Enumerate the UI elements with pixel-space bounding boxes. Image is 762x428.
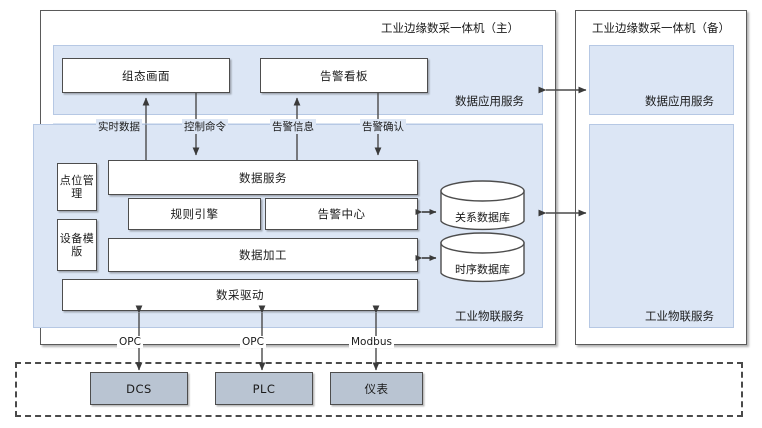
standby-iot-service-label: 工业物联服务	[645, 309, 714, 323]
relational-database-label: 关系数据库	[455, 211, 510, 224]
device-template-label: 设备模版	[59, 232, 95, 258]
plc-label: PLC	[252, 381, 276, 396]
timeseries-database-label: 时序数据库	[455, 263, 510, 276]
hmi-screen-label: 组态画面	[122, 68, 170, 83]
plc-box[interactable]: PLC	[215, 372, 313, 405]
master-iot-service-label: 工业物联服务	[455, 309, 524, 323]
data-service-label: 数据服务	[239, 170, 287, 185]
master-app-service-label: 数据应用服务	[455, 94, 524, 108]
flow-label-alarm-ack: 告警确认	[360, 119, 406, 134]
point-management-box[interactable]: 点位管理	[57, 163, 97, 211]
protocol-label-modbus: Modbus	[349, 336, 394, 348]
master-appliance-title: 工业边缘数采一体机（主）	[381, 21, 519, 35]
protocol-label-opc-dcs: OPC	[117, 336, 143, 348]
acquisition-driver-box[interactable]: 数采驱动	[62, 279, 418, 311]
protocol-label-opc-plc: OPC	[240, 336, 266, 348]
flow-label-control-command: 控制命令	[182, 119, 228, 134]
standby-app-service-label: 数据应用服务	[645, 94, 714, 108]
alarm-center-label: 告警中心	[317, 207, 366, 221]
standby-app-service-zone	[589, 45, 734, 115]
relational-database-cylinder[interactable]: 关系数据库	[440, 180, 525, 232]
flow-label-realtime-data: 实时数据	[96, 119, 142, 134]
rule-engine-box[interactable]: 规则引擎	[128, 198, 261, 230]
data-processing-label: 数据加工	[239, 248, 287, 262]
alarm-dashboard-box[interactable]: 告警看板	[260, 58, 428, 93]
dcs-label: DCS	[126, 381, 152, 396]
data-processing-box[interactable]: 数据加工	[108, 238, 418, 272]
alarm-center-box[interactable]: 告警中心	[265, 198, 418, 230]
data-service-box[interactable]: 数据服务	[108, 160, 418, 195]
instrument-box[interactable]: 仪表	[330, 372, 423, 405]
flow-label-alarm-info: 告警信息	[270, 119, 316, 134]
standby-appliance-title: 工业边缘数采一体机（备）	[592, 21, 730, 35]
hmi-screen-box[interactable]: 组态画面	[62, 58, 230, 93]
rule-engine-label: 规则引擎	[170, 207, 219, 221]
alarm-dashboard-label: 告警看板	[320, 68, 368, 83]
standby-iot-service-zone	[589, 124, 734, 328]
device-template-box[interactable]: 设备模版	[57, 219, 97, 271]
instrument-label: 仪表	[364, 381, 389, 396]
dcs-box[interactable]: DCS	[90, 372, 188, 405]
acquisition-driver-label: 数采驱动	[216, 288, 264, 302]
point-management-label: 点位管理	[59, 174, 95, 200]
timeseries-database-cylinder[interactable]: 时序数据库	[440, 232, 525, 284]
